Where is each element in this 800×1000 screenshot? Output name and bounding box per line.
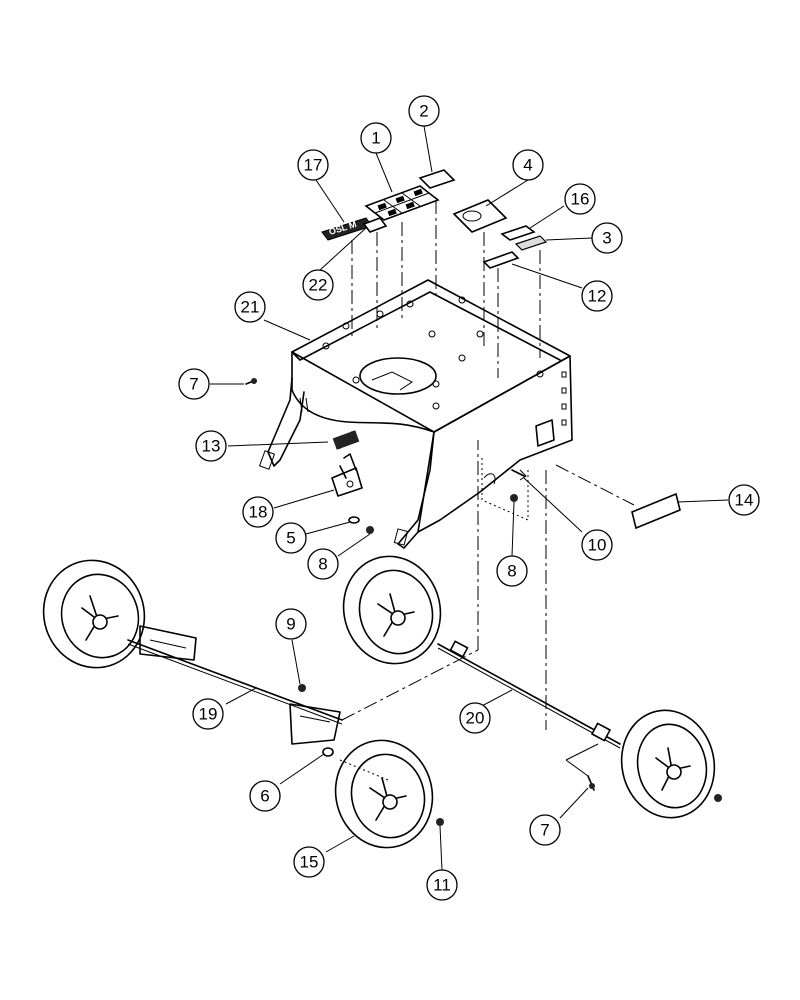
- callout-11: 11: [426, 869, 458, 901]
- svg-text:8: 8: [318, 555, 327, 574]
- svg-text:4: 4: [523, 156, 532, 175]
- callout-18: 18: [242, 496, 274, 528]
- assembly-lines-top: [351, 200, 635, 506]
- bracket-18: [331, 453, 363, 497]
- callout-1: 1: [360, 122, 392, 154]
- svg-text:6: 6: [260, 787, 269, 806]
- bolt-7-lower: [587, 775, 595, 791]
- wheel-right: [620, 709, 716, 819]
- callout-7-top: 7: [178, 368, 210, 400]
- callout-8-right: 8: [496, 555, 528, 587]
- svg-text:12: 12: [588, 287, 607, 306]
- wheel-rear-left: [42, 559, 146, 669]
- bolt-right-wheel: [714, 794, 722, 802]
- axle-19: [127, 625, 343, 745]
- svg-text:14: 14: [735, 491, 754, 510]
- spring-13: [332, 430, 360, 450]
- svg-text:2: 2: [419, 102, 428, 121]
- decal-4-plate: [452, 199, 508, 233]
- callout-22: 22: [302, 269, 334, 301]
- callout-20: 20: [459, 702, 491, 734]
- svg-text:5: 5: [286, 529, 295, 548]
- nut-8-right: [510, 494, 518, 502]
- callout-15: 15: [293, 846, 325, 878]
- svg-text:11: 11: [433, 876, 451, 895]
- washer-6: [322, 747, 334, 757]
- callout-7-lower: 7: [529, 814, 561, 846]
- svg-text:7: 7: [189, 375, 198, 394]
- svg-text:17: 17: [304, 156, 323, 175]
- wheel-front-center: [342, 555, 442, 665]
- svg-text:8: 8: [507, 562, 516, 581]
- decal-3: [514, 235, 548, 251]
- decal-22: [362, 217, 388, 233]
- decal-2: [418, 169, 456, 189]
- callout-9: 9: [275, 608, 307, 640]
- svg-text:15: 15: [300, 853, 319, 872]
- callout-4: 4: [512, 149, 544, 181]
- decal-1-panel: [364, 185, 440, 221]
- pin-10: [511, 469, 525, 477]
- svg-text:1: 1: [371, 129, 380, 148]
- wheel-15-lower: [334, 739, 434, 849]
- decal-16: [500, 225, 536, 241]
- callout-2: 2: [408, 95, 440, 127]
- svg-text:10: 10: [588, 536, 607, 555]
- svg-text:21: 21: [241, 298, 260, 317]
- callout-3: 3: [591, 222, 623, 254]
- decal-12: [482, 251, 520, 269]
- svg-text:3: 3: [602, 229, 611, 248]
- frame-21: [258, 279, 573, 549]
- svg-text:18: 18: [249, 503, 268, 522]
- nut-9: [298, 684, 306, 692]
- callout-5: 5: [275, 522, 307, 554]
- svg-text:7: 7: [540, 821, 549, 840]
- callout-10: 10: [581, 529, 613, 561]
- bolt-11: [436, 818, 444, 826]
- callout-8-left: 8: [307, 548, 339, 580]
- callout-16: 16: [564, 183, 596, 215]
- callout-leaders: [210, 125, 729, 871]
- svg-text:20: 20: [466, 709, 485, 728]
- callout-19: 19: [192, 698, 224, 730]
- axle-20: [437, 640, 621, 749]
- svg-text:9: 9: [286, 615, 295, 634]
- svg-text:16: 16: [571, 190, 590, 209]
- callout-12: 12: [581, 280, 613, 312]
- decal-14: [631, 492, 681, 530]
- callout-14: 14: [728, 484, 760, 516]
- callout-17: 17: [297, 149, 329, 181]
- nut-8-left: [366, 526, 374, 534]
- washer-5: [348, 516, 360, 524]
- svg-text:22: 22: [309, 276, 328, 295]
- assembly-lines-lower: [339, 440, 599, 781]
- callout-13: 13: [195, 430, 227, 462]
- bolt-7-top: [245, 378, 257, 385]
- svg-text:19: 19: [199, 705, 218, 724]
- svg-text:13: 13: [202, 437, 221, 456]
- callout-21: 21: [234, 291, 266, 323]
- callout-6: 6: [249, 780, 281, 812]
